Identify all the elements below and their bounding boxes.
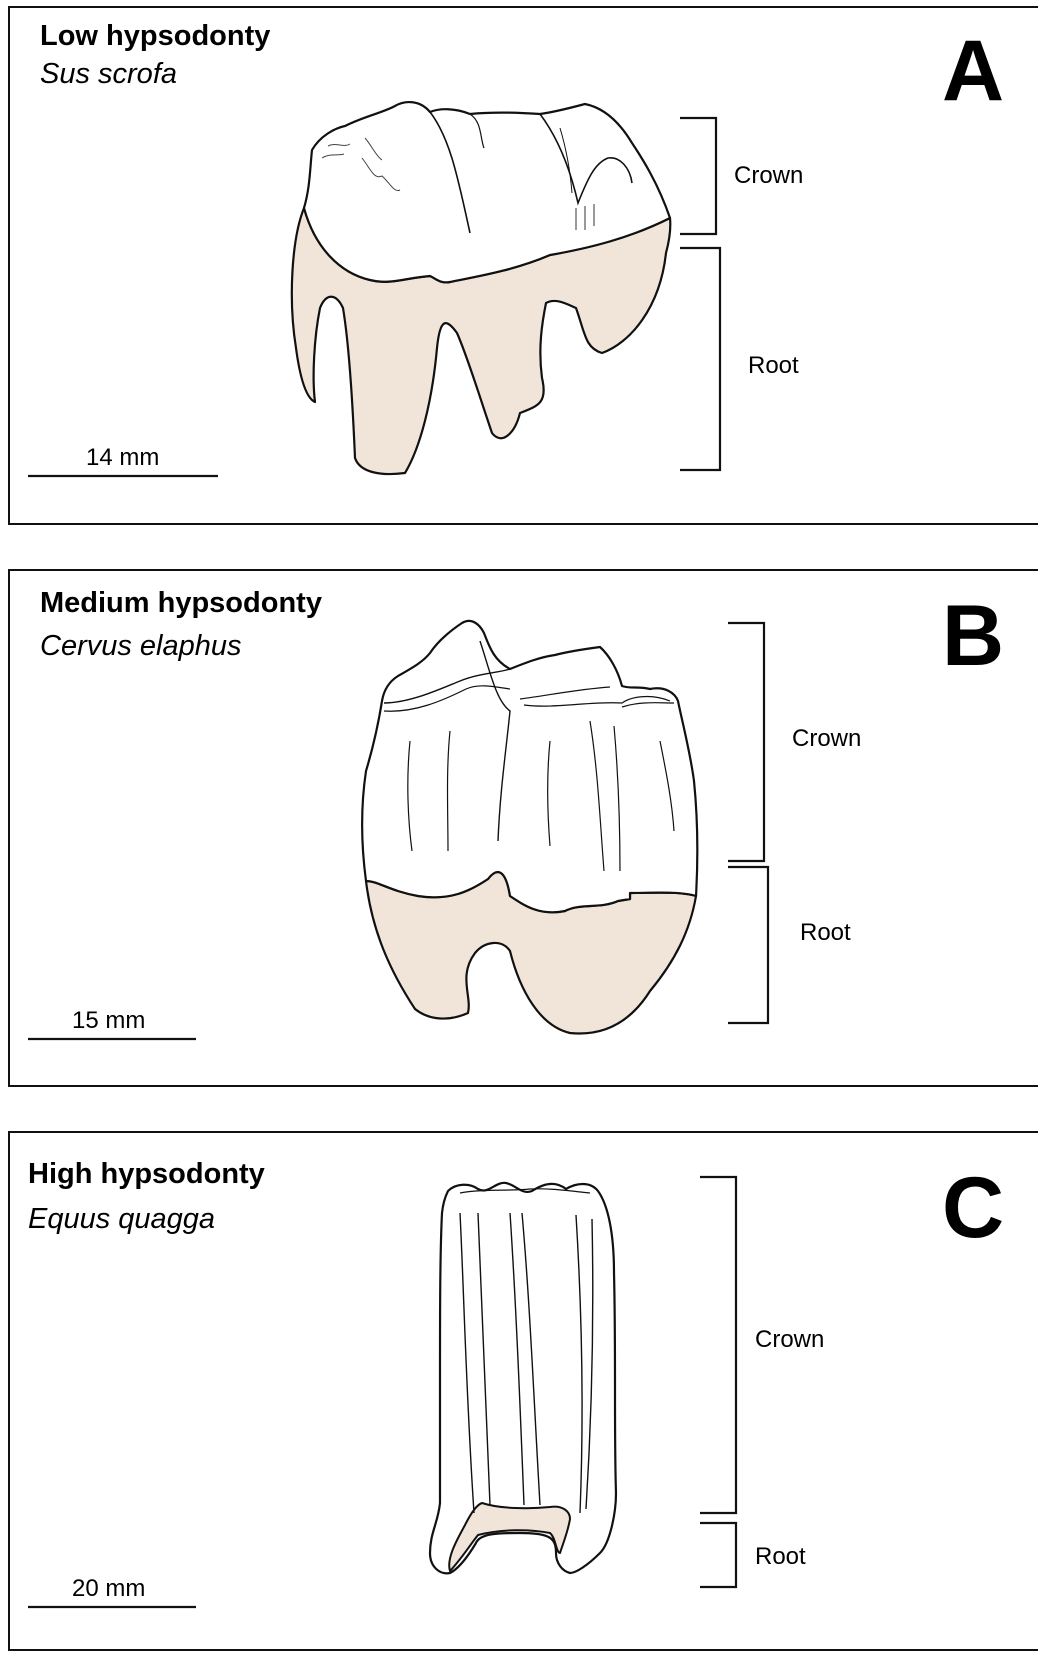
crown-label: Crown: [734, 162, 803, 190]
root-bracket: [728, 867, 768, 1023]
crown-label: Crown: [755, 1326, 824, 1354]
tooth-illustration-equus-quagga: [10, 1133, 1038, 1653]
scale-label: 15 mm: [72, 1007, 145, 1035]
crown-region: [362, 621, 697, 912]
panel-low-hypsodonty: Low hypsodonty Sus scrofa A Crown Root 1…: [8, 6, 1038, 525]
crown-bracket: [680, 118, 716, 234]
tooth-illustration-cervus-elaphus: [10, 571, 1038, 1089]
root-label: Root: [800, 919, 851, 947]
crown-bracket: [700, 1177, 736, 1513]
scale-label: 20 mm: [72, 1575, 145, 1603]
root-label: Root: [755, 1543, 806, 1571]
root-label: Root: [748, 352, 799, 380]
tooth-illustration-sus-scrofa: [10, 8, 1038, 527]
root-bracket: [700, 1523, 736, 1587]
root-bracket: [680, 248, 720, 470]
panel-medium-hypsodonty: Medium hypsodonty Cervus elaphus B Crown…: [8, 569, 1038, 1087]
crown-label: Crown: [792, 725, 861, 753]
crown-bracket: [728, 623, 764, 861]
scale-label: 14 mm: [86, 444, 159, 472]
panel-high-hypsodonty: High hypsodonty Equus quagga C Crown Roo…: [8, 1131, 1038, 1651]
